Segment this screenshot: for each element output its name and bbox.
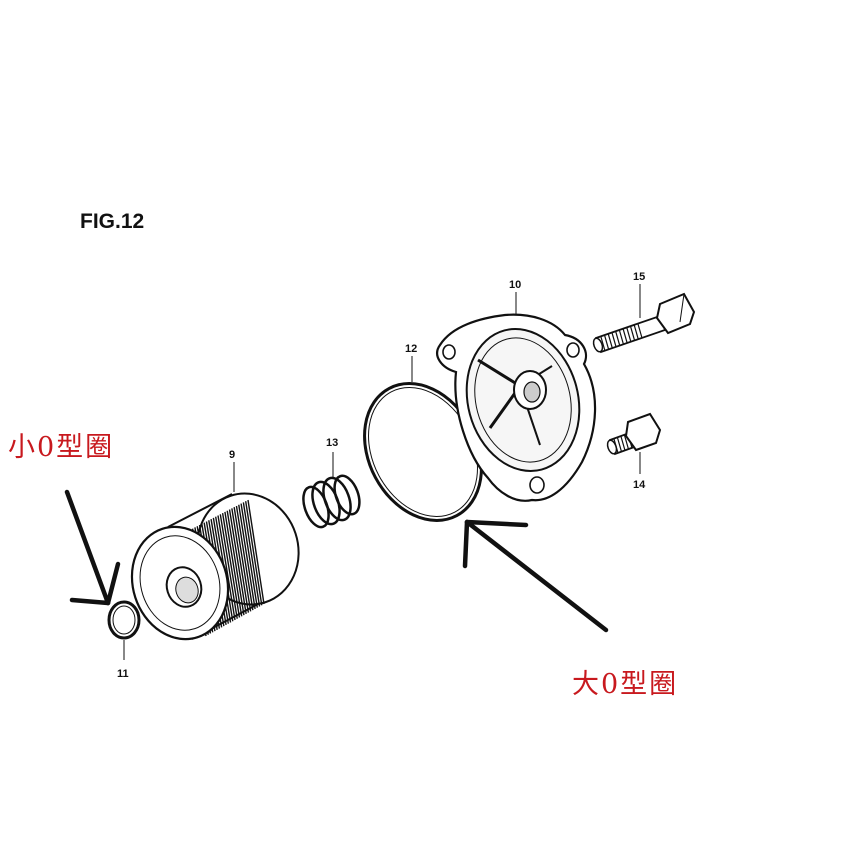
filter-pleat [240, 503, 258, 608]
filter-pleat [228, 509, 247, 614]
oil-filter-element [130, 462, 300, 641]
callout-9: 9 [229, 449, 235, 461]
filter-pleat [231, 508, 250, 613]
filter-pleat [233, 507, 252, 612]
filter-cover-part [436, 292, 597, 502]
short-bolt-part [606, 412, 662, 474]
bolt-thread [630, 326, 636, 341]
bolt-thread [604, 335, 610, 350]
filter-pleat [242, 502, 261, 607]
filter-pleat [224, 511, 243, 617]
bolt-thread [633, 325, 639, 340]
callout-10: 10 [509, 279, 521, 291]
filter-pleat [221, 513, 241, 618]
large-o-ring-pointer-arrow [462, 519, 609, 633]
bolt-thread [626, 327, 632, 343]
filter-pleat [217, 515, 236, 621]
filter-pleat [219, 514, 238, 619]
filter-pleat [235, 505, 254, 611]
bolt-thread [615, 331, 621, 346]
filter-pleat [245, 501, 263, 606]
callout-15: 15 [633, 271, 645, 283]
bolt-thread [607, 334, 613, 349]
callout-11: 11 [117, 668, 129, 680]
small-o-ring-pointer-arrow [64, 489, 121, 606]
long-bolt-part [592, 284, 696, 354]
callout-13: 13 [326, 437, 338, 449]
callout-14: 14 [633, 479, 646, 491]
bolt-thread [637, 323, 643, 339]
large-o-ring-annotation: 大0型圈 [572, 669, 678, 700]
bolt-thread [622, 329, 628, 344]
bolt-thread [616, 437, 623, 452]
bolt-thread [618, 330, 625, 345]
bolt-thread [611, 332, 617, 348]
small-o-ring-annotation: 小0型圈 [8, 432, 114, 463]
bolt-thread [623, 435, 630, 450]
figure-title: FIG.12 [80, 210, 144, 233]
spring-part [302, 452, 361, 529]
filter-pleat [247, 499, 265, 605]
bolt-thread [620, 436, 626, 451]
filter-pleat [238, 504, 256, 610]
small-o-ring-part [107, 600, 141, 660]
bolt-thread [600, 336, 606, 352]
callout-12: 12 [405, 343, 417, 355]
filter-pleat [226, 510, 245, 616]
